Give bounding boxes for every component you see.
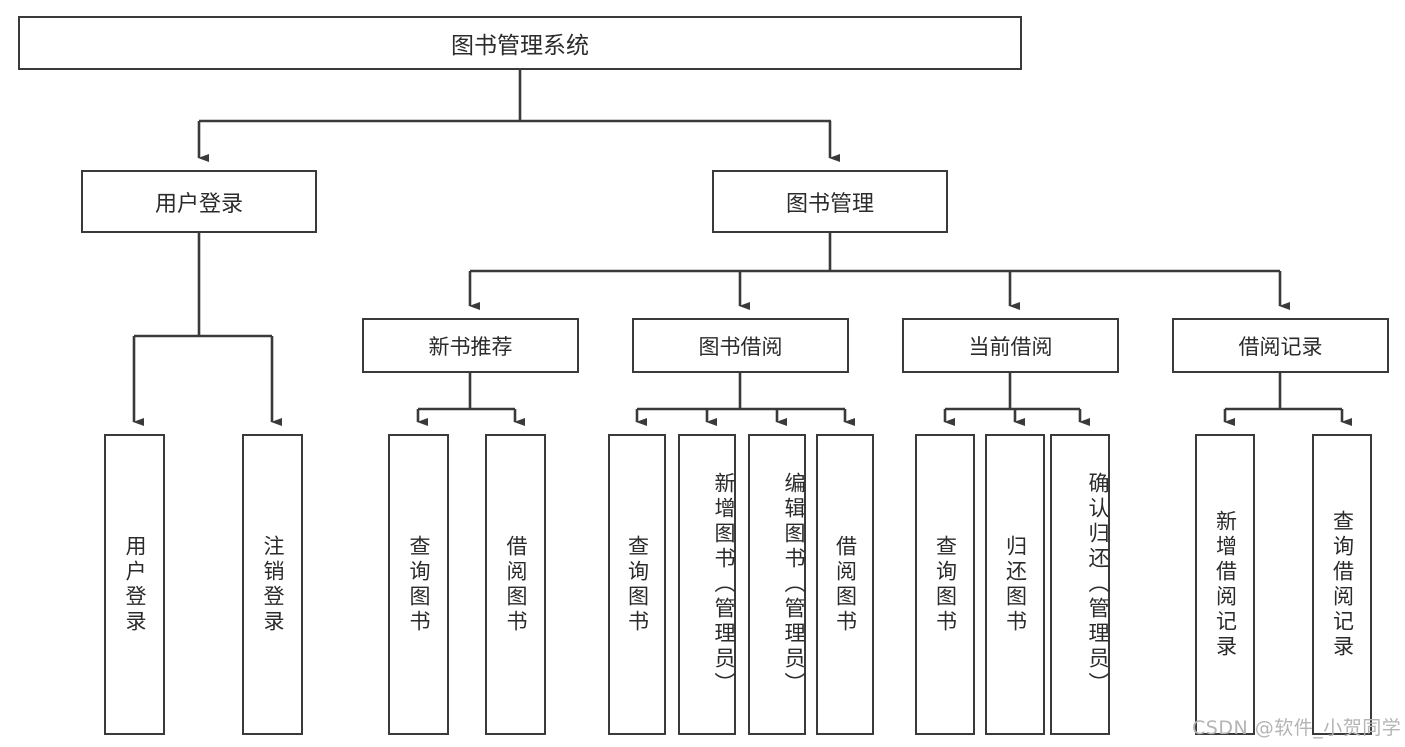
- node-root-label: 图书管理系统: [451, 33, 589, 59]
- node-new-book-recommend[interactable]: 新书推荐: [362, 318, 579, 373]
- leaf-logout-label: 注销登录: [261, 534, 285, 635]
- node-user-login-label: 用户登录: [154, 191, 243, 217]
- leaf-query-book-nbr-label: 查询图书: [407, 534, 431, 635]
- node-root[interactable]: 图书管理系统: [18, 16, 1022, 70]
- leaf-add-borrow-record[interactable]: 新增借阅记录: [1195, 434, 1255, 735]
- leaf-borrow-book-bb-label: 借阅图书: [833, 534, 858, 635]
- node-book-borrow[interactable]: 图书借阅: [632, 318, 849, 373]
- leaf-query-book-cb[interactable]: 查询图书: [915, 434, 975, 735]
- leaf-return-book-label: 归还图书: [1003, 534, 1028, 635]
- node-current-borrow-label: 当前借阅: [968, 334, 1053, 359]
- node-borrow-record-label: 借阅记录: [1238, 334, 1323, 359]
- leaf-query-book-nbr[interactable]: 查询图书: [388, 434, 449, 735]
- leaf-return-book[interactable]: 归还图书: [985, 434, 1045, 735]
- node-borrow-record[interactable]: 借阅记录: [1172, 318, 1389, 373]
- leaf-confirm-return-admin-label: 确认归还（管理员）: [1086, 472, 1110, 697]
- leaf-query-borrow-record[interactable]: 查询借阅记录: [1312, 434, 1372, 735]
- node-book-management[interactable]: 图书管理: [712, 170, 948, 233]
- leaf-user-login[interactable]: 用户登录: [104, 434, 165, 735]
- leaf-edit-book-admin[interactable]: 编辑图书（管理员）: [748, 434, 806, 735]
- leaf-confirm-return-admin[interactable]: 确认归还（管理员）: [1050, 434, 1110, 735]
- leaf-borrow-book-nbr[interactable]: 借阅图书: [485, 434, 546, 735]
- leaf-query-book-bb-label: 查询图书: [625, 534, 650, 635]
- node-current-borrow[interactable]: 当前借阅: [902, 318, 1119, 373]
- leaf-borrow-book-nbr-label: 借阅图书: [504, 534, 528, 635]
- leaf-query-borrow-record-label: 查询借阅记录: [1330, 509, 1355, 660]
- node-book-borrow-label: 图书借阅: [698, 334, 783, 359]
- node-book-management-label: 图书管理: [785, 191, 874, 217]
- leaf-add-book-admin[interactable]: 新增图书（管理员）: [678, 434, 736, 735]
- leaf-query-book-bb[interactable]: 查询图书: [608, 434, 666, 735]
- leaf-query-book-cb-label: 查询图书: [933, 534, 958, 635]
- leaf-add-book-admin-label: 新增图书（管理员）: [712, 472, 736, 697]
- leaf-user-login-label: 用户登录: [123, 534, 147, 635]
- leaf-borrow-book-bb[interactable]: 借阅图书: [816, 434, 874, 735]
- leaf-add-borrow-record-label: 新增借阅记录: [1213, 509, 1238, 660]
- leaf-edit-book-admin-label: 编辑图书（管理员）: [782, 472, 806, 697]
- node-new-book-recommend-label: 新书推荐: [428, 334, 513, 359]
- node-user-login[interactable]: 用户登录: [81, 170, 317, 233]
- leaf-logout[interactable]: 注销登录: [242, 434, 303, 735]
